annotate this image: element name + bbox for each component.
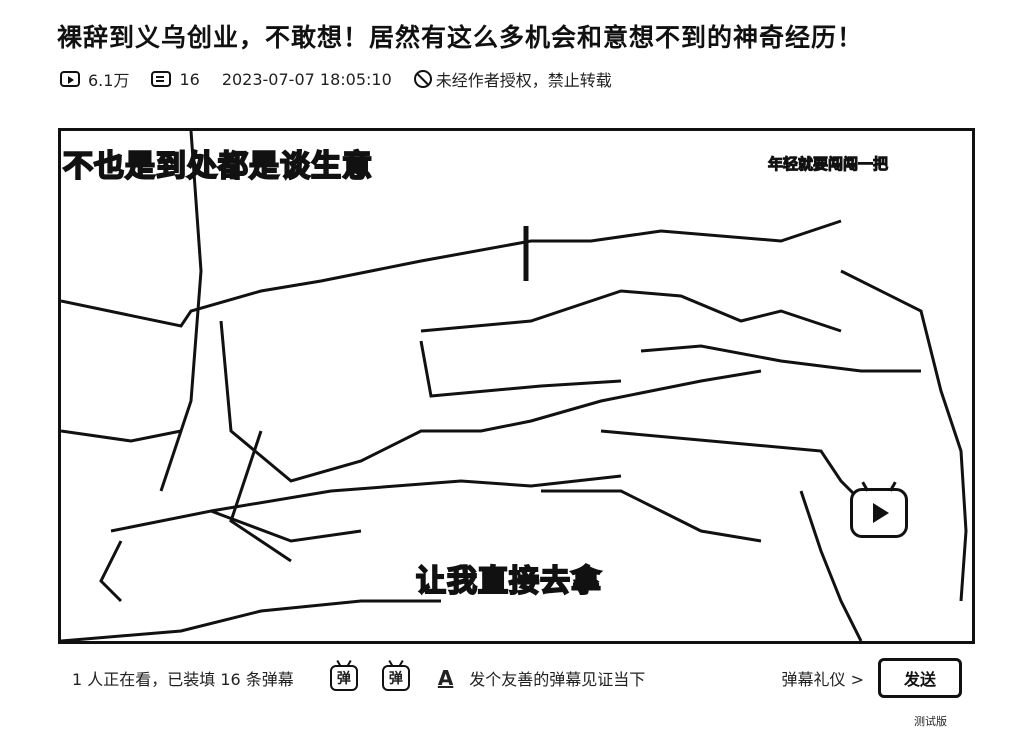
bilibili-tv-icon[interactable]	[850, 488, 908, 538]
viewer-count-text: 1 人正在看，已装填 16 条弹幕	[72, 670, 294, 689]
danmaku-input[interactable]: 发个友善的弹幕见证当下	[469, 670, 646, 689]
play-icon	[873, 503, 889, 523]
send-button[interactable]: 发送	[878, 658, 962, 698]
danmaku-settings-label: 弹	[388, 671, 403, 687]
video-meta: 6.1万 16 2023-07-07 18:05:10 未经作者授权，禁止转载	[60, 68, 634, 90]
beta-label: 测试版	[914, 715, 947, 728]
send-button-label: 发送	[903, 670, 936, 689]
copyright-text: 未经作者授权，禁止转载	[435, 71, 612, 90]
danmaku-toggle-label: 弹	[336, 671, 351, 687]
publish-datetime-text: 2023-07-07 18:05:10	[221, 69, 392, 89]
view-count: 6.1万	[60, 67, 129, 91]
danmaku-count-text: 16	[179, 69, 200, 89]
danmaku-bar: 1 人正在看，已装填 16 条弹幕 弹 弹 A 发个友善的弹幕见证当下 弹幕礼仪…	[72, 656, 962, 700]
danmaku-etiquette-link[interactable]: 弹幕礼仪 >	[781, 670, 865, 689]
publish-datetime: 2023-07-07 18:05:10	[222, 70, 392, 89]
subtitle-bottom: 让我直接去拿	[415, 563, 602, 600]
video-player[interactable]: 不也是到处都是谈生意 年轻就要闯闯一把 让我直接去拿	[58, 128, 975, 644]
danmaku-toggle-button[interactable]: 弹	[329, 665, 358, 691]
danmaku-count-icon	[151, 71, 172, 87]
subtitle-top: 不也是到处都是谈生意	[62, 148, 373, 185]
channel-watermark: 年轻就要闯闯一把	[767, 155, 889, 174]
font-style-icon[interactable]: A	[437, 666, 454, 690]
copyright-notice: 未经作者授权，禁止转载	[413, 67, 612, 91]
view-count-text: 6.1万	[88, 71, 130, 90]
video-frame	[61, 131, 968, 641]
danmaku-count: 16	[151, 69, 200, 89]
video-title: 裸辞到义乌创业，不敢想！居然有这么多机会和意想不到的神奇经历！	[57, 23, 864, 52]
danmaku-settings-button[interactable]: 弹	[381, 665, 410, 691]
play-count-icon	[60, 71, 80, 87]
no-repost-icon	[413, 70, 432, 88]
